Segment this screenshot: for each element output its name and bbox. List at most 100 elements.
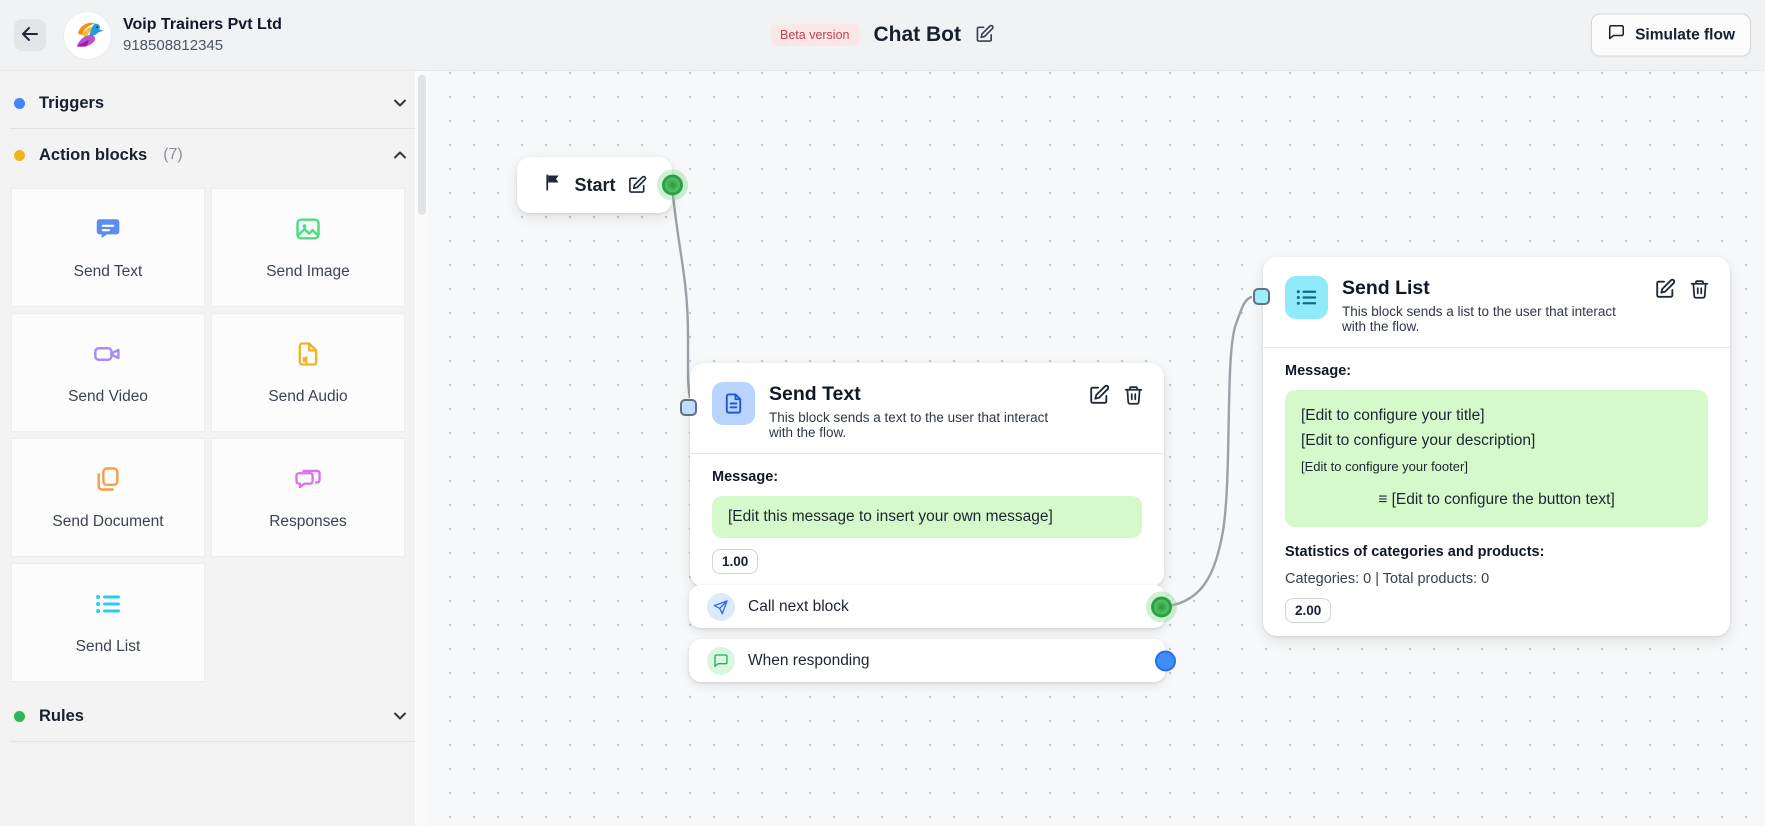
flow-canvas[interactable]: Start Send Text This block sends a text … — [428, 71, 1765, 826]
list-icon — [1285, 276, 1328, 319]
top-header: Voip Trainers Pvt Ltd 918508812345 Beta … — [0, 0, 1765, 71]
tile-label: Send Image — [266, 262, 350, 280]
divider — [10, 741, 418, 742]
flow-title-group: Beta version Chat Bot — [770, 23, 995, 47]
tile-send-document[interactable]: Send Document — [11, 438, 205, 557]
chat-bubble-icon — [707, 646, 735, 675]
edge-sendtext-to-sendlist — [1158, 295, 1253, 609]
divider — [1263, 347, 1730, 348]
output-label: Call next block — [748, 597, 849, 615]
tile-send-list[interactable]: Send List — [11, 563, 205, 682]
copy-document-icon — [94, 465, 122, 498]
start-output-connector[interactable] — [662, 174, 683, 196]
start-node[interactable]: Start — [517, 157, 683, 213]
send-text-actions — [1088, 382, 1144, 406]
list-title-placeholder: [Edit to configure your title] — [1301, 407, 1485, 424]
call-next-output-connector[interactable] — [1151, 596, 1172, 617]
tile-send-text[interactable]: Send Text — [11, 188, 205, 307]
section-rules[interactable]: Rules — [0, 690, 428, 741]
message-value-box[interactable]: [Edit this message to insert your own me… — [712, 496, 1142, 538]
beta-version-badge: Beta version — [770, 24, 860, 46]
company-phone: 918508812345 — [123, 37, 224, 54]
list-button-placeholder: ≡ [Edit to configure the button text] — [1301, 491, 1692, 509]
send-text-texts: Send Text This block sends a text to the… — [769, 382, 1074, 440]
action-blocks-label: Action blocks — [39, 145, 148, 164]
output-call-next-block[interactable]: Call next block — [689, 585, 1172, 628]
send-list-actions — [1654, 276, 1710, 300]
chevron-down-icon — [390, 706, 410, 726]
section-action-blocks[interactable]: Action blocks (7) — [0, 129, 428, 180]
video-camera-icon — [93, 340, 123, 373]
chat-bubble-icon — [1607, 24, 1626, 47]
triggers-label: Triggers — [39, 93, 105, 112]
sidebar-scrollbar[interactable] — [415, 71, 428, 826]
edit-block-button[interactable] — [1088, 384, 1110, 406]
tile-send-audio[interactable]: Send Audio — [211, 313, 405, 432]
send-list-body: Message: [Edit to configure your title] … — [1263, 348, 1730, 636]
send-list-texts: Send List This block sends a list to the… — [1342, 276, 1640, 334]
action-blocks-count: (7) — [163, 146, 183, 163]
message-label: Message: — [712, 469, 779, 485]
company-name: Voip Trainers Pvt Ltd — [123, 16, 282, 33]
when-responding-output-connector[interactable] — [1155, 650, 1176, 671]
list-message-box[interactable]: [Edit to configure your title] [Edit to … — [1285, 390, 1708, 527]
start-node-label: Start — [574, 174, 616, 195]
company-info: Voip Trainers Pvt Ltd 918508812345 — [123, 16, 282, 54]
stats-label: Statistics of categories and products: — [1285, 544, 1545, 560]
company-logo — [64, 11, 111, 59]
divider — [690, 453, 1164, 454]
edit-start-button[interactable] — [627, 175, 647, 195]
back-arrow-icon — [21, 26, 39, 45]
send-list-title: Send List — [1342, 277, 1430, 299]
tile-send-image[interactable]: Send Image — [211, 188, 405, 307]
edge-start-to-sendtext — [670, 184, 692, 399]
action-blocks-dot-icon — [14, 149, 25, 161]
menu-glyph-icon: ≡ — [1378, 491, 1388, 508]
rules-dot-icon — [14, 710, 25, 722]
triggers-dot-icon — [14, 97, 25, 109]
scrollbar-thumb[interactable] — [418, 75, 426, 215]
list-button-text: [Edit to configure the button text] — [1391, 491, 1615, 508]
edit-title-button[interactable] — [975, 24, 995, 47]
send-list-node[interactable]: Send List This block sends a list to the… — [1253, 257, 1730, 636]
list-icon — [94, 590, 122, 623]
audio-file-icon — [294, 340, 322, 373]
send-text-description: This block sends a text to the user that… — [769, 410, 1049, 440]
divider — [10, 128, 418, 129]
send-list-description: This block sends a list to the user that… — [1342, 304, 1616, 334]
back-button[interactable] — [14, 19, 46, 51]
send-text-header: Send Text This block sends a text to the… — [690, 363, 1164, 453]
image-icon — [294, 215, 322, 248]
tile-send-video[interactable]: Send Video — [11, 313, 205, 432]
section-triggers[interactable]: Triggers — [0, 77, 428, 128]
output-when-responding[interactable]: When responding — [689, 639, 1176, 682]
tile-label: Send Document — [52, 512, 164, 530]
flag-icon — [542, 172, 563, 198]
edit-pencil-icon — [975, 24, 995, 47]
output-label: When responding — [748, 651, 870, 669]
block-order-badge: 1.00 — [712, 549, 759, 574]
chevron-up-icon — [390, 145, 410, 165]
tile-label: Send Video — [68, 387, 148, 405]
tile-label: Send Text — [73, 262, 143, 280]
send-list-input-connector[interactable] — [1253, 288, 1270, 305]
delete-block-button[interactable] — [1123, 384, 1144, 406]
rules-label: Rules — [39, 706, 84, 725]
edit-block-button[interactable] — [1654, 278, 1676, 300]
send-text-body: Message: [Edit this message to insert yo… — [690, 454, 1164, 587]
document-text-icon — [712, 382, 755, 425]
action-blocks-grid: Send Text Send Image Send Video Send Aud… — [0, 180, 428, 690]
tile-responses[interactable]: Responses — [211, 438, 405, 557]
blocks-sidebar: Triggers Action blocks (7) Send Text — [0, 71, 428, 826]
simulate-flow-label: Simulate flow — [1635, 26, 1735, 43]
send-text-title: Send Text — [769, 383, 861, 405]
delete-block-button[interactable] — [1689, 278, 1710, 300]
send-text-input-connector[interactable] — [680, 399, 697, 416]
list-footer-placeholder: [Edit to configure your footer] — [1301, 459, 1468, 474]
tile-label: Send List — [75, 637, 141, 655]
message-value: [Edit this message to insert your own me… — [728, 508, 1053, 525]
send-text-node[interactable]: Send Text This block sends a text to the… — [680, 363, 1164, 587]
block-order-badge: 2.00 — [1285, 598, 1332, 623]
message-label: Message: — [1285, 363, 1352, 379]
simulate-flow-button[interactable]: Simulate flow — [1591, 13, 1751, 57]
